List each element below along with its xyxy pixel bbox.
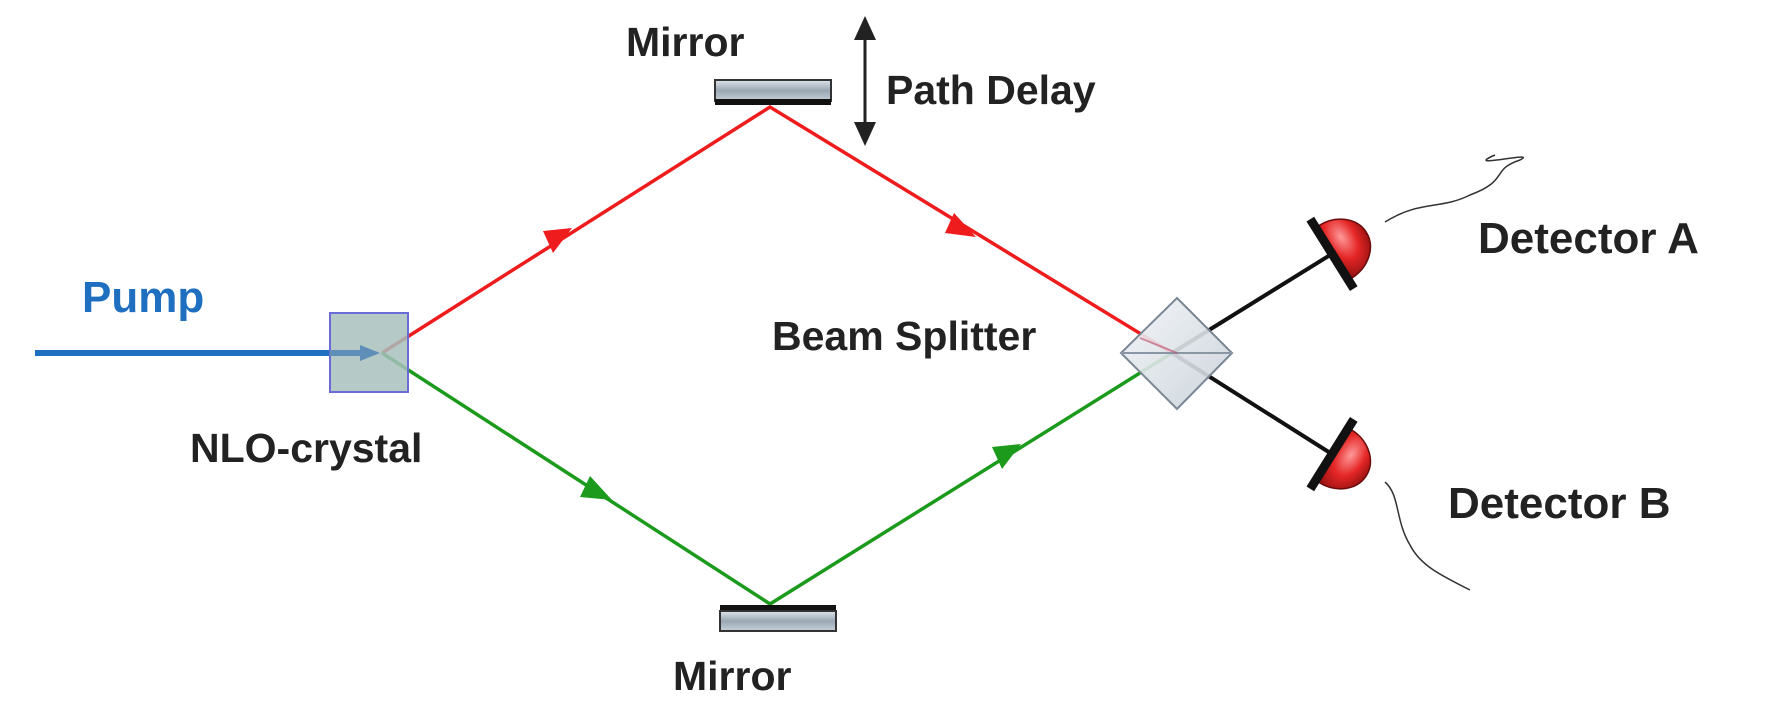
arrow-red-1 [543,228,572,253]
mirror-top-label: Mirror [626,19,745,65]
detector-b [1306,416,1372,492]
mirror-top [714,79,832,102]
detector-b-label: Detector B [1448,479,1671,528]
mirror-bottom-label: Mirror [673,653,792,699]
arrow-green-2 [992,444,1021,469]
detector-a-cable [1384,154,1524,223]
upper-beam [381,104,1173,355]
arrow-red-2 [945,213,976,237]
pump-label: Pump [82,273,205,322]
mirror-top-coating [715,99,831,105]
arrow-green-1 [580,476,612,500]
detector-b-cable [1384,481,1471,591]
beam-path-through-splitter [1139,337,1178,354]
path-delay-arrow-up [854,16,876,40]
beam-splitter-label: Beam Splitter [772,313,1037,359]
pump-arrow [360,345,380,361]
mirror-bottom [720,605,836,611]
detector-a-label: Detector A [1478,214,1699,263]
mirror-bottom-body [719,610,837,632]
path-delay-label: Path Delay [886,67,1096,113]
nlo-crystal-label: NLO-crystal [190,425,423,471]
detector-a [1306,216,1372,292]
lower-beam [381,351,1173,607]
path-delay-arrow-down [854,122,876,146]
